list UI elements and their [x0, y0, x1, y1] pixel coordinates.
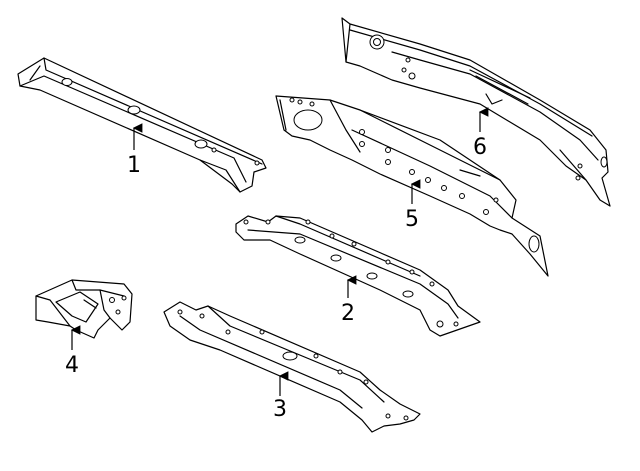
part-4-bracket[interactable] [35, 279, 133, 339]
callout-6: 6 [473, 107, 489, 160]
callout-5: 5 [405, 179, 421, 232]
callout-3: 3 [273, 371, 289, 422]
callout-label-4: 4 [65, 353, 79, 378]
callout-4: 4 [65, 325, 81, 378]
callout-label-2: 2 [341, 301, 355, 326]
callout-label-6: 6 [473, 135, 487, 160]
callout-label-5: 5 [405, 207, 419, 232]
part-3-crossmember[interactable] [163, 301, 421, 433]
callout-1: 1 [127, 123, 143, 178]
part-6-rail[interactable] [341, 17, 611, 207]
part-1-crossmember[interactable] [17, 57, 267, 193]
part-2-crossmember[interactable] [235, 215, 481, 337]
callout-label-3: 3 [273, 397, 287, 422]
callout-2: 2 [341, 275, 357, 326]
callout-label-1: 1 [127, 153, 141, 178]
